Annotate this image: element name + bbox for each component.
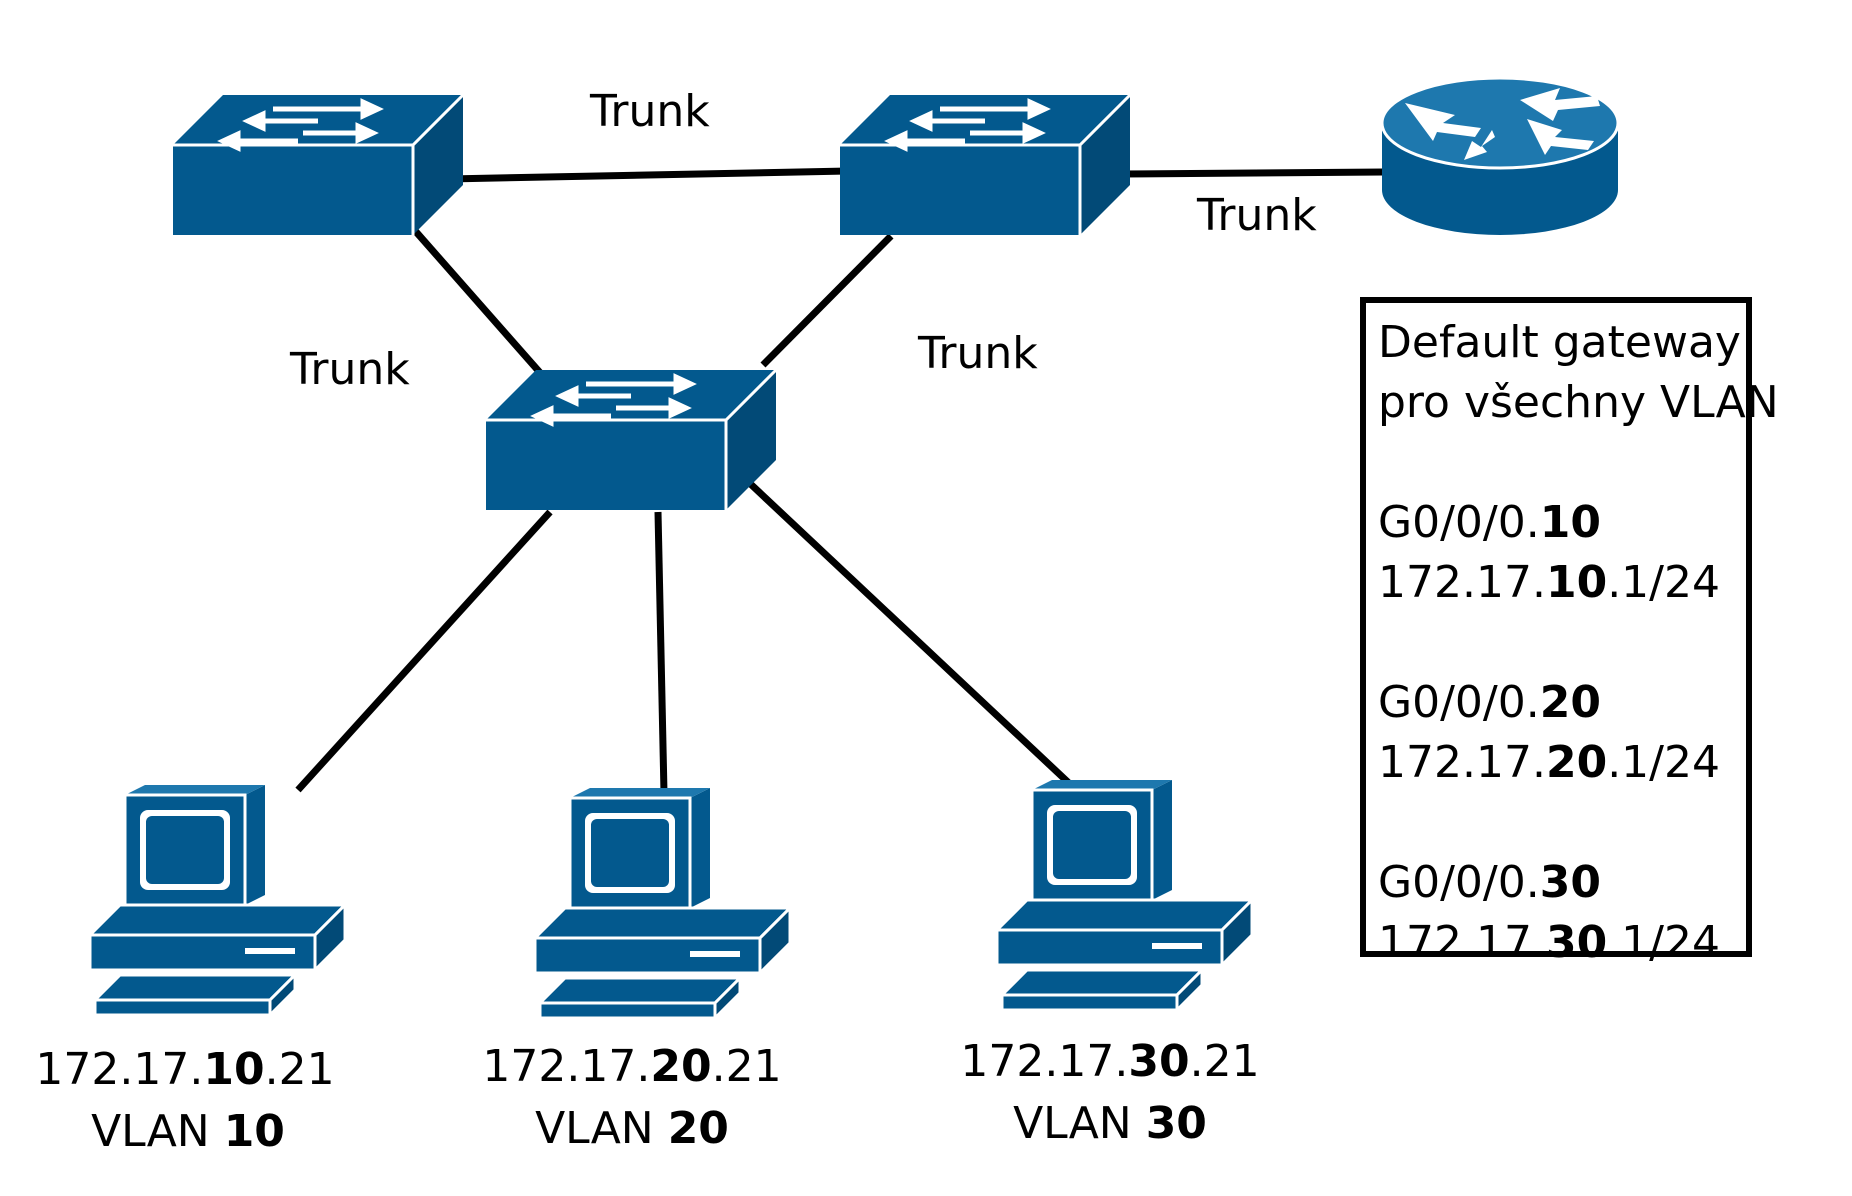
pc-icon xyxy=(88,783,347,1017)
gateway-interface: G0/0/0.10 xyxy=(1378,497,1601,548)
link-switch-top-left-to-switch-center xyxy=(400,214,553,387)
gateway-interface: G0/0/0.20 xyxy=(1378,677,1601,728)
pc-icon xyxy=(995,778,1254,1012)
trunk-label: Trunk xyxy=(590,86,710,137)
gateway-ip: 172.17.10.1/24 xyxy=(1378,557,1720,608)
pc-icon xyxy=(533,786,792,1020)
router-icon xyxy=(1380,76,1620,235)
pc-vlan-label: VLAN 20 xyxy=(535,1103,729,1154)
switch-icon xyxy=(840,95,1130,235)
pc-ip-label: 172.17.10.21 xyxy=(35,1044,335,1095)
gateway-ip: 172.17.20.1/24 xyxy=(1378,737,1720,788)
pc-ip-label: 172.17.20.21 xyxy=(482,1041,782,1092)
link-switch-top-left-to-switch-top-right xyxy=(447,167,849,183)
link-switch-center-to-pc-3 xyxy=(739,473,1074,788)
link-switch-top-right-to-router xyxy=(1119,168,1385,178)
link-switch-top-right-to-switch-center xyxy=(760,233,894,368)
link-switch-center-to-pc-2 xyxy=(654,511,668,794)
trunk-label: Trunk xyxy=(1197,190,1317,241)
default-gateway-box: Default gateway pro všechny VLAN G0/0/0.… xyxy=(1360,297,1779,968)
pc-vlan-label: VLAN 10 xyxy=(91,1106,285,1157)
pc-ip-label: 172.17.30.21 xyxy=(960,1036,1260,1087)
gateway-title: Default gateway xyxy=(1378,317,1741,368)
link-switch-center-to-pc-1 xyxy=(295,509,553,793)
trunk-label: Trunk xyxy=(290,344,410,395)
trunk-label: Trunk xyxy=(918,328,1038,379)
gateway-interface: G0/0/0.30 xyxy=(1378,857,1601,908)
gateway-title: pro všechny VLAN xyxy=(1378,377,1779,428)
switch-icon xyxy=(173,95,463,235)
gateway-ip: 172.17.30.1/24 xyxy=(1378,917,1720,968)
pc-vlan-label: VLAN 30 xyxy=(1013,1098,1207,1149)
links xyxy=(295,167,1385,794)
switch-icon xyxy=(486,370,776,510)
